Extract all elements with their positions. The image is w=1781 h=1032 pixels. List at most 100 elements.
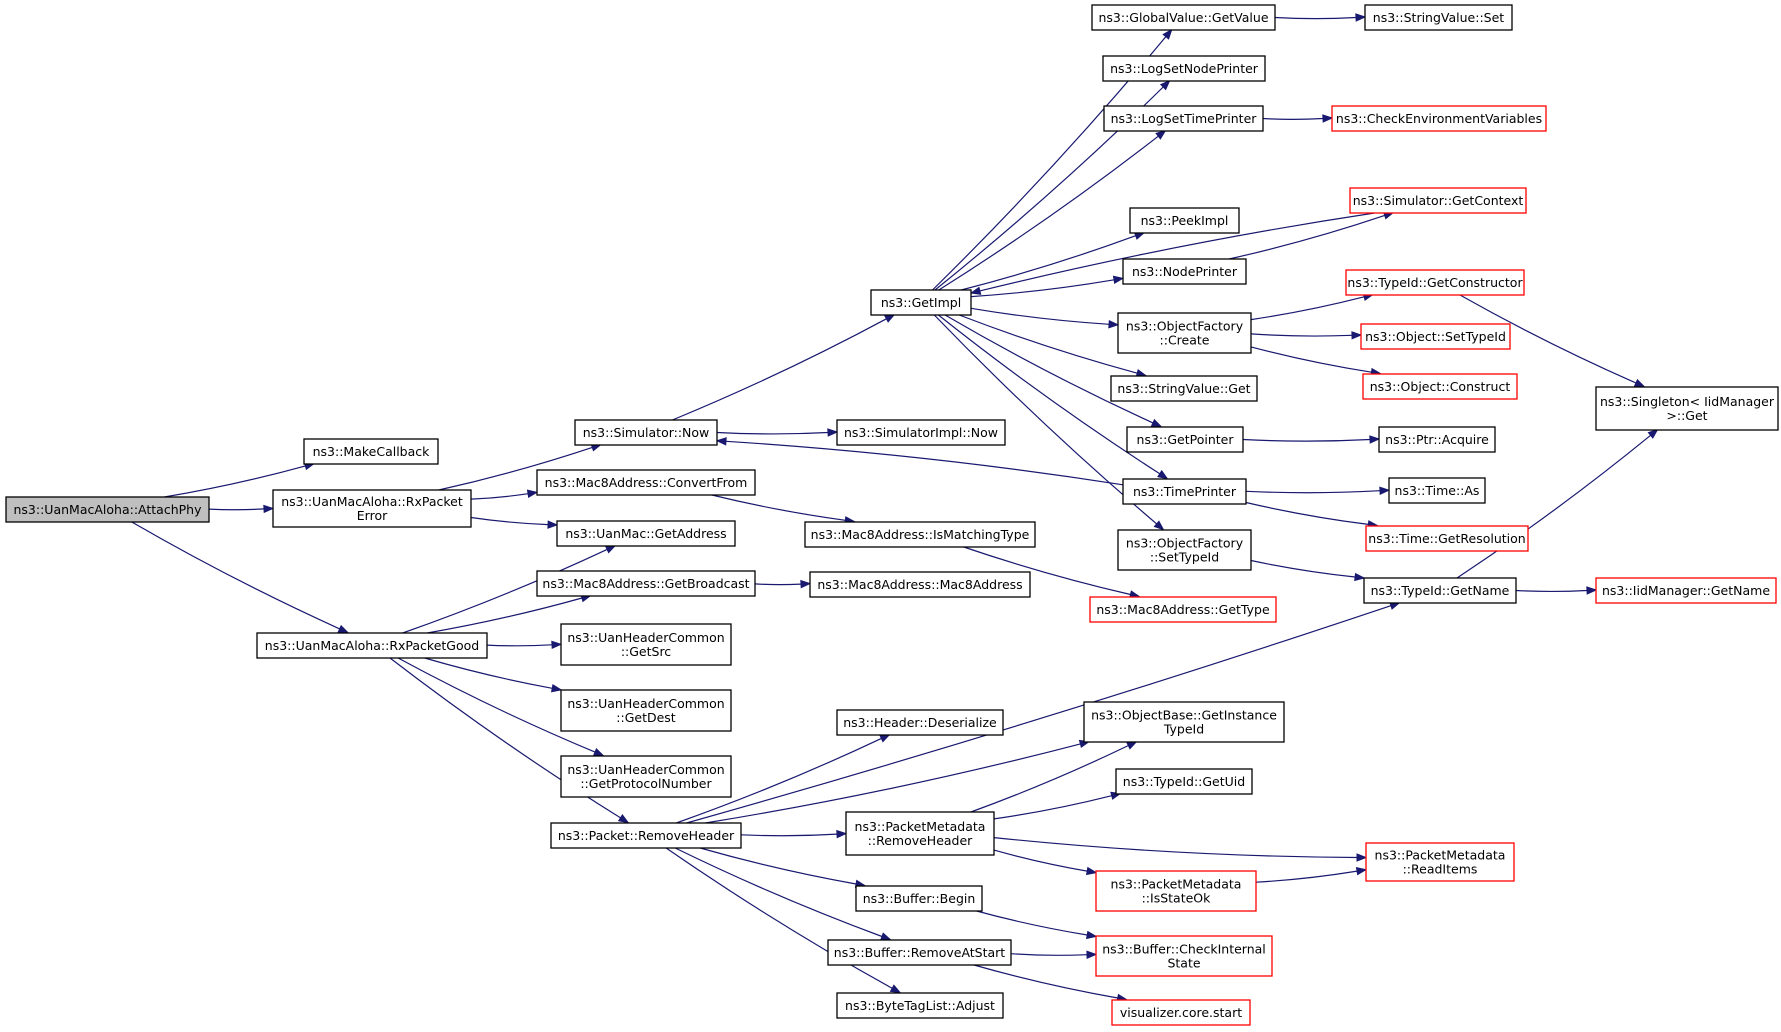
edge-line — [424, 657, 553, 689]
node-timeas[interactable]: ns3::Time::As — [1388, 477, 1486, 504]
node-label: ns3::Buffer::Begin — [863, 891, 976, 906]
node-label: ::GetDest — [616, 710, 676, 725]
node-pmreaditems[interactable]: ns3::PacketMetadata::ReadItems — [1365, 842, 1515, 882]
edge-line — [1242, 438, 1371, 442]
edge-line — [973, 964, 1118, 999]
node-timegetres[interactable]: ns3::Time::GetResolution — [1365, 525, 1529, 552]
edge-line — [938, 314, 1161, 475]
node-box — [1349, 187, 1527, 214]
edge-line — [1245, 490, 1381, 494]
node-makecb[interactable]: ns3::MakeCallback — [303, 438, 439, 465]
node-mac8gettype[interactable]: ns3::Mac8Address::GetType — [1089, 596, 1277, 623]
edge-line — [993, 795, 1112, 820]
node-label: ns3::Mac8Address::IsMatchingType — [811, 527, 1030, 542]
edge-removehdr-to-tidgetname — [686, 601, 1401, 824]
edge-pmremove-to-pmreaditems — [993, 837, 1368, 862]
edge-line — [976, 910, 1088, 936]
node-btladjust[interactable]: ns3::ByteTagList::Adjust — [836, 992, 1004, 1019]
node-svget[interactable]: ns3::StringValue::Get — [1110, 375, 1258, 402]
node-gvgetvalue[interactable]: ns3::GlobalValue::GetValue — [1091, 4, 1276, 31]
node-peekimpl[interactable]: ns3::PeekImpl — [1129, 207, 1240, 234]
edge-arrowhead — [592, 748, 605, 757]
node-simimplnow[interactable]: ns3::SimulatorImpl::Now — [836, 419, 1006, 446]
node-label: ns3::CheckEnvironmentVariables — [1336, 111, 1542, 126]
node-ptracquire[interactable]: ns3::Ptr::Acquire — [1378, 426, 1496, 453]
edge-line — [1459, 294, 1637, 384]
node-label: ns3::Buffer::CheckInternal — [1102, 942, 1266, 957]
node-getbcast[interactable]: ns3::Mac8Address::GetBroadcast — [536, 570, 756, 597]
node-mac8ctor[interactable]: ns3::Mac8Address::Mac8Address — [809, 571, 1031, 598]
node-svset[interactable]: ns3::StringValue::Set — [1364, 4, 1513, 31]
node-hdrdeser[interactable]: ns3::Header::Deserialize — [836, 709, 1004, 736]
edge-removehdr-to-obgetinst — [705, 739, 1091, 824]
node-rxgood[interactable]: ns3::UanMacAloha::RxPacketGood — [256, 632, 488, 659]
node-bufremstart[interactable]: ns3::Buffer::RemoveAtStart — [827, 939, 1012, 966]
node-ofcreate[interactable]: ns3::ObjectFactory::Create — [1117, 312, 1252, 354]
node-objconstruct[interactable]: ns3::Object::Construct — [1362, 373, 1518, 400]
node-pmisok[interactable]: ns3::PacketMetadata::IsStateOk — [1095, 870, 1257, 912]
node-label: ns3::UanHeaderCommon — [567, 696, 724, 711]
node-timeprinter[interactable]: ns3::TimePrinter — [1122, 478, 1247, 505]
node-uangetaddr[interactable]: ns3::UanMac::GetAddress — [556, 520, 736, 547]
edge-arrowhead — [1155, 129, 1167, 140]
node-label: ns3::UanHeaderCommon — [567, 630, 724, 645]
node-label: ns3::Mac8Address::ConvertFrom — [545, 475, 748, 490]
edge-line — [1255, 870, 1358, 883]
node-singleton[interactable]: ns3::Singleton< IidManager>::Get — [1595, 386, 1779, 431]
node-simnow[interactable]: ns3::Simulator::Now — [574, 419, 718, 446]
node-getsrc[interactable]: ns3::UanHeaderCommon::GetSrc — [560, 623, 732, 666]
node-removehdr[interactable]: ns3::Packet::RemoveHeader — [550, 822, 742, 849]
edge-root-to-rxgood — [131, 521, 350, 634]
node-tidgetuid[interactable]: ns3::TypeId::GetUid — [1115, 768, 1253, 795]
node-getproto[interactable]: ns3::UanHeaderCommon::GetProtocolNumber — [560, 755, 732, 798]
node-ofsettype[interactable]: ns3::ObjectFactory::SetTypeId — [1117, 529, 1252, 571]
edge-rxgood-to-removehdr — [389, 657, 630, 824]
edge-line — [970, 744, 1129, 813]
node-simgetctx[interactable]: ns3::Simulator::GetContext — [1349, 187, 1527, 214]
node-vizstart[interactable]: visualizer.core.start — [1111, 999, 1251, 1026]
node-label: ns3::StringValue::Get — [1117, 381, 1250, 396]
node-checkenv[interactable]: ns3::CheckEnvironmentVariables — [1331, 105, 1547, 132]
edge-arrowhead — [1647, 428, 1659, 439]
edge-line — [740, 833, 838, 837]
node-nodeprinter[interactable]: ns3::NodePrinter — [1122, 258, 1247, 285]
edge-line — [700, 847, 857, 885]
node-objsettype[interactable]: ns3::Object::SetTypeId — [1360, 323, 1511, 350]
node-box — [870, 289, 972, 316]
edge-getimpl-to-ofcreate — [970, 307, 1120, 329]
node-label: ns3::LogSetTimePrinter — [1111, 111, 1258, 126]
node-label: Error — [357, 508, 388, 523]
edge-arrowhead — [1351, 331, 1363, 340]
node-iidgetname[interactable]: ns3::IidManager::GetName — [1595, 577, 1777, 604]
node-convfrom[interactable]: ns3::Mac8Address::ConvertFrom — [536, 469, 756, 496]
edge-line — [486, 644, 553, 647]
node-tidgetname[interactable]: ns3::TypeId::GetName — [1363, 577, 1517, 604]
node-getimpl[interactable]: ns3::GetImpl — [870, 289, 972, 316]
node-label: ns3::Buffer::RemoveAtStart — [834, 945, 1006, 960]
node-root[interactable]: ns3::UanMacAloha::AttachPhy — [5, 496, 210, 523]
node-label: ns3::GetImpl — [881, 295, 961, 310]
edge-line — [164, 465, 306, 498]
node-getdest[interactable]: ns3::UanHeaderCommon::GetDest — [560, 689, 732, 732]
node-label: ns3::IidManager::GetName — [1602, 583, 1770, 598]
node-label: State — [1167, 956, 1200, 971]
edge-line — [1250, 559, 1356, 578]
node-bufbegin[interactable]: ns3::Buffer::Begin — [855, 885, 983, 912]
node-logsettime[interactable]: ns3::LogSetTimePrinter — [1103, 105, 1264, 132]
node-label: ::SetTypeId — [1150, 550, 1219, 565]
node-ismatch[interactable]: ns3::Mac8Address::IsMatchingType — [804, 521, 1036, 548]
edge-rxgood-to-getdest — [424, 657, 563, 693]
node-pmremove[interactable]: ns3::PacketMetadata::RemoveHeader — [845, 811, 995, 856]
node-label: visualizer.core.start — [1120, 1005, 1242, 1020]
node-tidgetctor[interactable]: ns3::TypeId::GetConstructor — [1345, 269, 1525, 296]
node-box — [1129, 207, 1240, 234]
node-label: ns3::ObjectFactory — [1126, 319, 1244, 334]
edge-nodeprinter-to-simgetctx — [1228, 211, 1395, 260]
node-getpointer[interactable]: ns3::GetPointer — [1126, 426, 1244, 453]
node-box — [1095, 935, 1273, 977]
call-nodes: ns3::UanMacAloha::AttachPhy ns3::MakeCall… — [5, 4, 1779, 1026]
node-logsetnode[interactable]: ns3::LogSetNodePrinter — [1102, 55, 1266, 82]
